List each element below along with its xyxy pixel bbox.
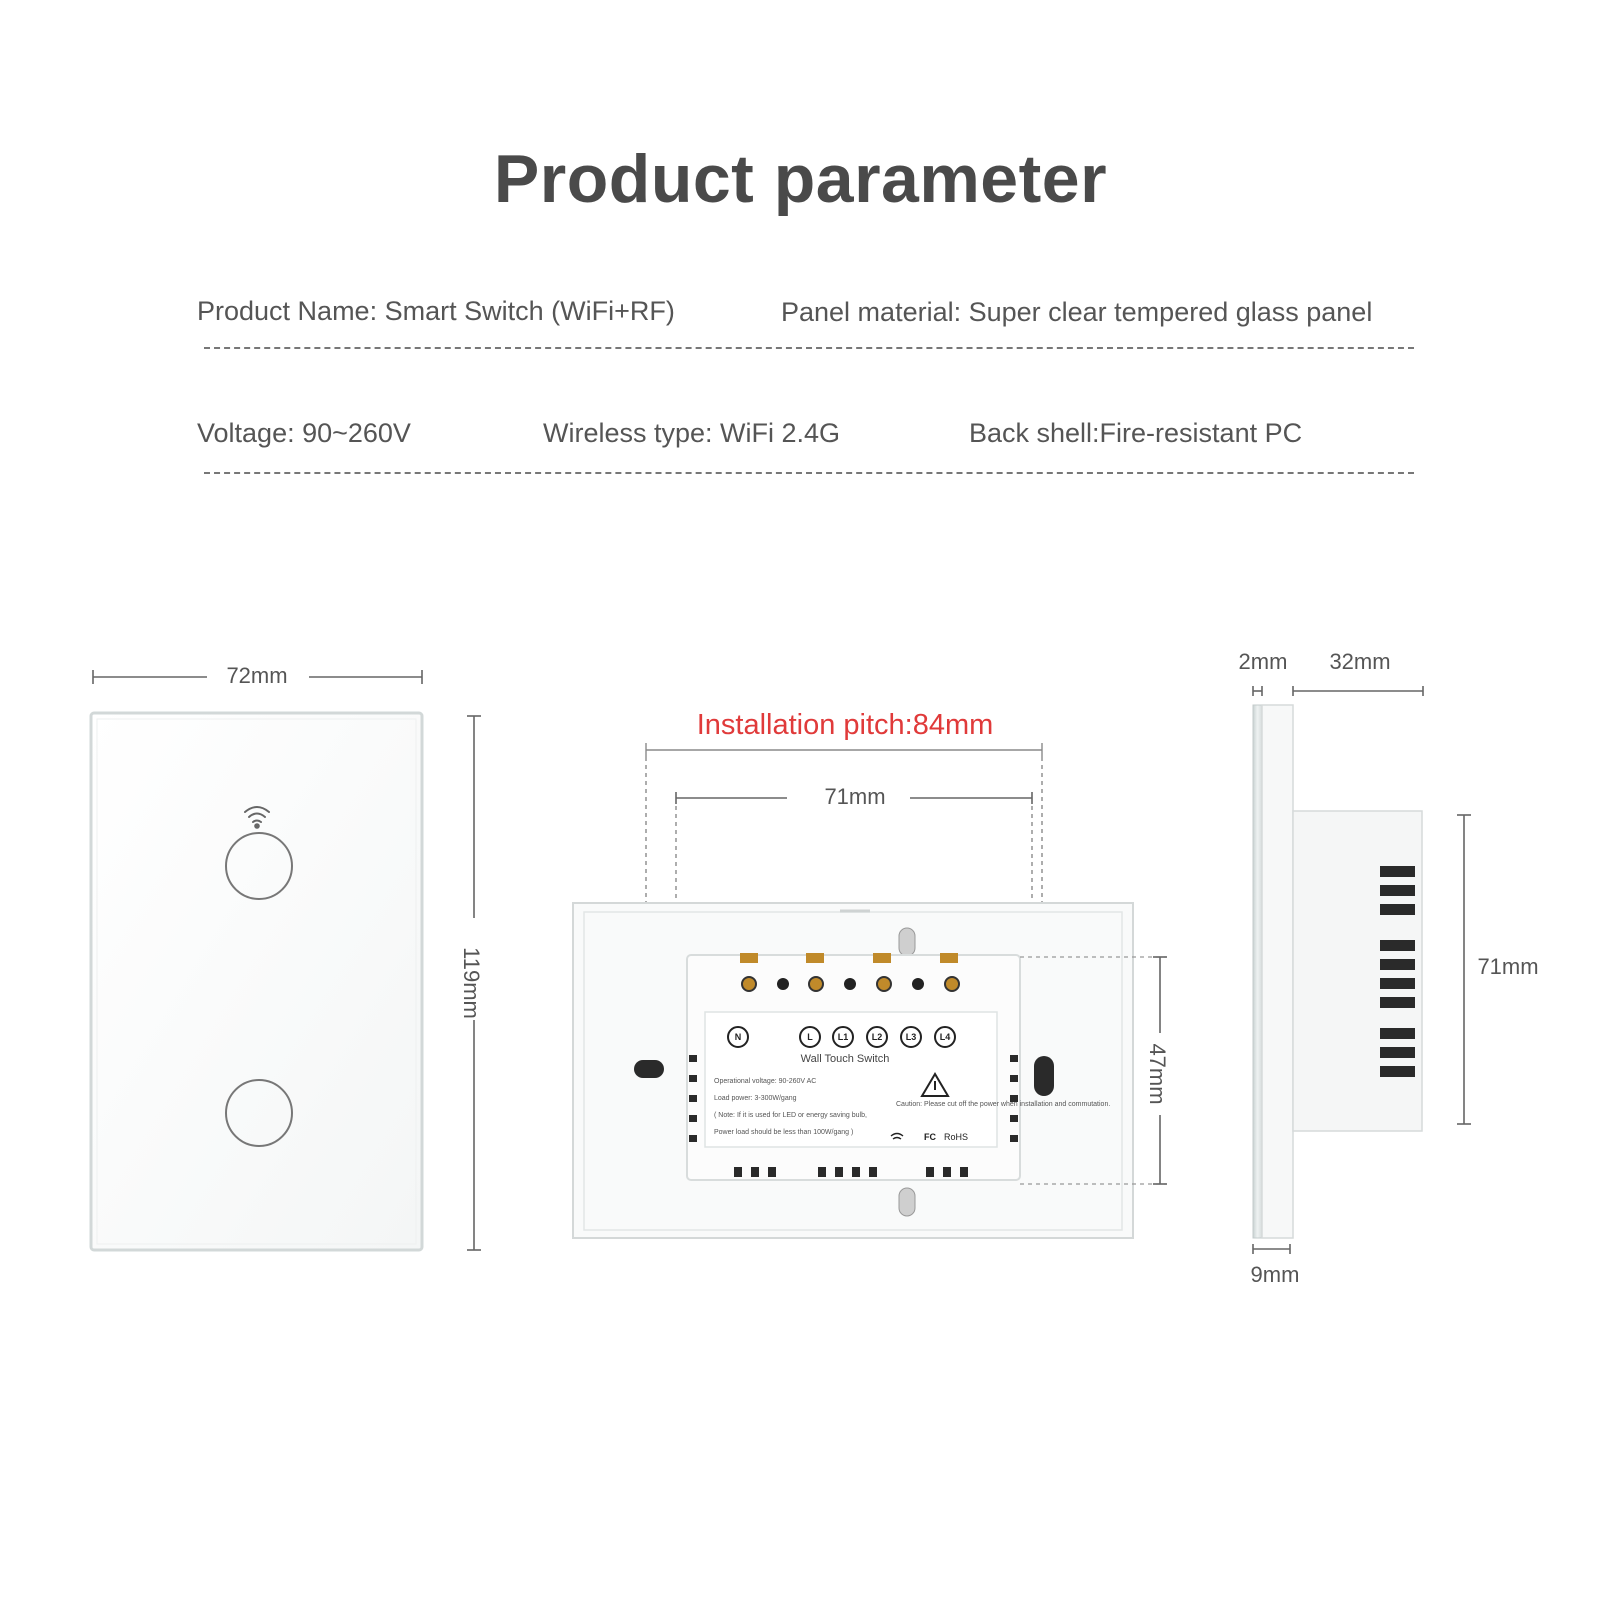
side-height-dimension — [1457, 814, 1471, 1125]
vent-slots — [689, 1055, 1018, 1177]
touch-button-1[interactable] — [225, 832, 293, 900]
module-title: Wall Touch Switch — [801, 1053, 890, 1065]
front-width-dimension — [92, 670, 423, 684]
spec-voltage: Voltage: 90~260V — [197, 418, 411, 448]
depth-label: 32mm — [1329, 649, 1390, 674]
terminal-markers: N L L1 L2 L3 L4 — [727, 1026, 956, 1048]
glass-panel-front — [89, 711, 424, 1252]
rohs-mark: RoHS — [944, 1132, 968, 1142]
spec-panel-material: Panel material: Super clear tempered gla… — [781, 297, 1373, 327]
back-height-dimension — [1020, 956, 1167, 1185]
back-box — [1292, 810, 1423, 1132]
divider-dashed — [204, 347, 1414, 349]
page-title: Product parameter — [493, 141, 1108, 217]
front-view: 72mm 119mm — [89, 663, 484, 1252]
wifi-icon — [890, 1132, 904, 1140]
front-width-label: 72mm — [226, 663, 287, 688]
spec-line-note: ( Note: If it is used for LED or energy … — [714, 1112, 867, 1119]
side-top-dimension — [1252, 686, 1424, 696]
panel-frame — [1261, 704, 1294, 1239]
terminal-l: L — [807, 1032, 813, 1042]
terminal-l2: L2 — [872, 1032, 883, 1042]
spec-wireless-type: Wireless type: WiFi 2.4G — [543, 418, 841, 448]
inner-width-label: 71mm — [824, 784, 885, 809]
module-label — [704, 1011, 998, 1148]
side-view: 2mm 32mm — [1239, 649, 1539, 1287]
spec-product-name: Product Name: Smart Switch (WiFi+RF) — [197, 296, 675, 326]
spec-line-voltage: Operational voltage: 90-260V AC — [714, 1078, 816, 1085]
spec-back-shell: Back shell:Fire-resistant PC — [969, 418, 1303, 448]
warning-icon — [920, 1072, 950, 1097]
glass-panel-edge — [1252, 704, 1263, 1239]
divider-dashed — [204, 472, 1414, 474]
back-height-label: 47mm — [1145, 1043, 1170, 1104]
terminal-l3: L3 — [906, 1032, 917, 1042]
spec-line-load: Load power: 3-300W/gang — [714, 1095, 797, 1102]
terminal-n: N — [735, 1032, 742, 1042]
screw-slot — [634, 927, 1054, 1217]
back-view: Installation pitch:84mm 71mm — [572, 709, 1170, 1239]
terminal-l1: L1 — [838, 1032, 849, 1042]
vent-slots — [1380, 866, 1415, 1077]
front-height-dimension — [467, 715, 481, 1251]
terminal-l4: L4 — [940, 1032, 951, 1042]
front-height-label: 119mm — [459, 947, 484, 1019]
fc-mark: FC — [924, 1132, 936, 1142]
caution-text: Caution: Please cut off the power when i… — [896, 1101, 1110, 1108]
touch-button-2[interactable] — [225, 1079, 293, 1147]
wifi-icon — [244, 806, 270, 829]
side-height-label: 71mm — [1477, 954, 1538, 979]
panel-thickness-dimension — [1252, 1244, 1291, 1254]
glass-thickness-label: 2mm — [1239, 649, 1288, 674]
installation-pitch-label: Installation pitch:84mm — [697, 709, 994, 741]
spec-line-power: Power load should be less than 100W/gang… — [714, 1129, 853, 1136]
panel-thickness-label: 9mm — [1251, 1262, 1300, 1287]
terminal-row — [740, 953, 960, 992]
